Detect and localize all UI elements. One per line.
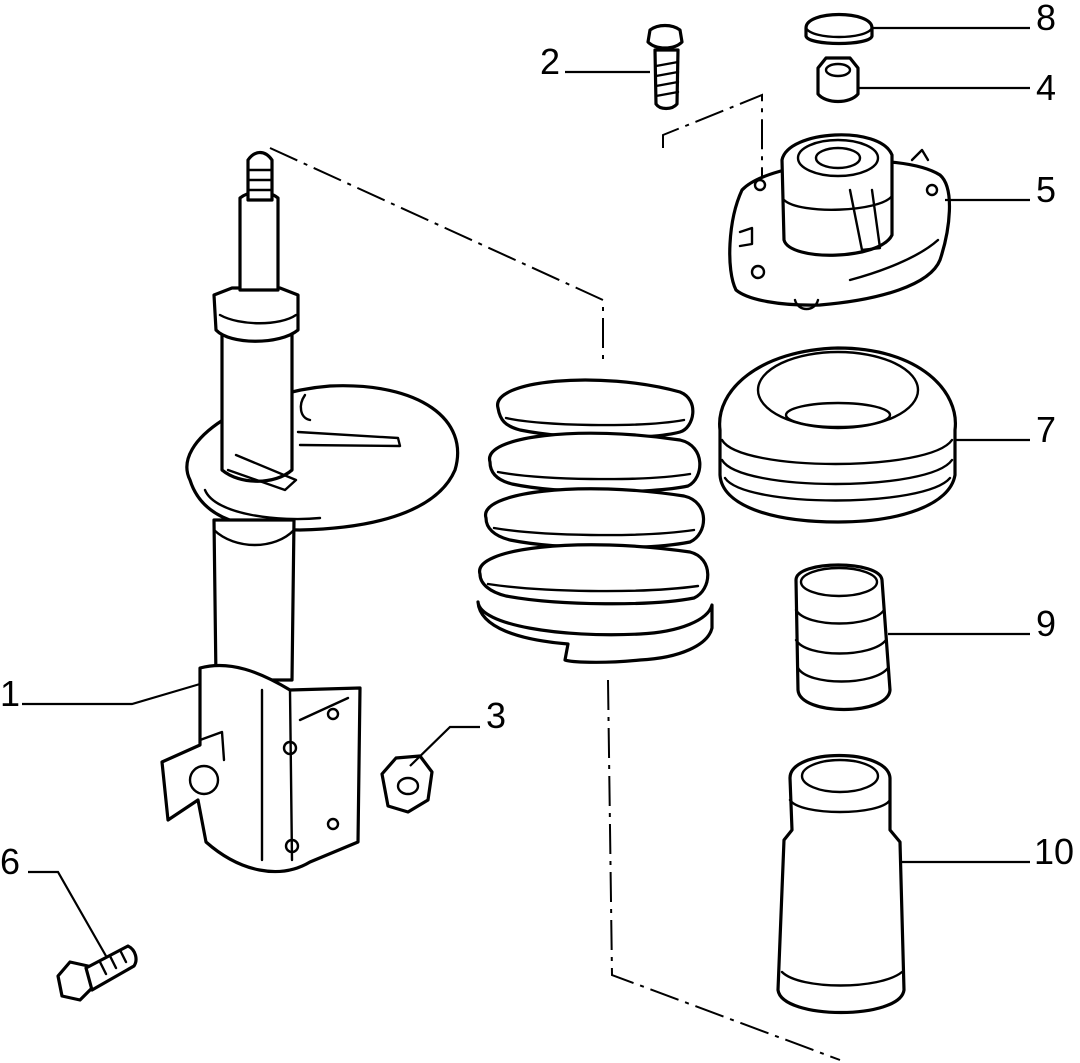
leader-3: [409, 725, 480, 767]
callout-8: 8: [1036, 0, 1056, 38]
callout-3: 3: [486, 695, 506, 736]
callout-6: 6: [0, 841, 20, 882]
strut-top-mount: [728, 133, 951, 311]
coil-spring: [476, 378, 714, 664]
callout-2: 2: [540, 41, 560, 82]
callout-labels: 1 2 3 4 5 6 7 8 9 10: [0, 0, 1074, 882]
callout-1: 1: [0, 673, 20, 714]
leader-1: [22, 682, 201, 706]
shock-absorber-strut: [160, 150, 460, 874]
bearing-boot: [718, 346, 957, 524]
leader-lines: [22, 26, 1030, 957]
callout-4: 4: [1036, 67, 1056, 108]
assembly-axis-lines: [269, 93, 841, 1061]
bolt-top: [646, 23, 684, 111]
protective-boot: [776, 754, 906, 1015]
leader-6: [28, 870, 107, 957]
callout-9: 9: [1036, 603, 1056, 644]
top-nut: [816, 56, 860, 104]
bump-stop: [794, 563, 892, 712]
nut-3: [380, 754, 434, 814]
callout-7: 7: [1036, 409, 1056, 450]
dust-cap: [804, 13, 874, 46]
callout-5: 5: [1036, 169, 1056, 210]
bolt-lower: [56, 944, 138, 1002]
callout-10: 10: [1034, 831, 1074, 872]
